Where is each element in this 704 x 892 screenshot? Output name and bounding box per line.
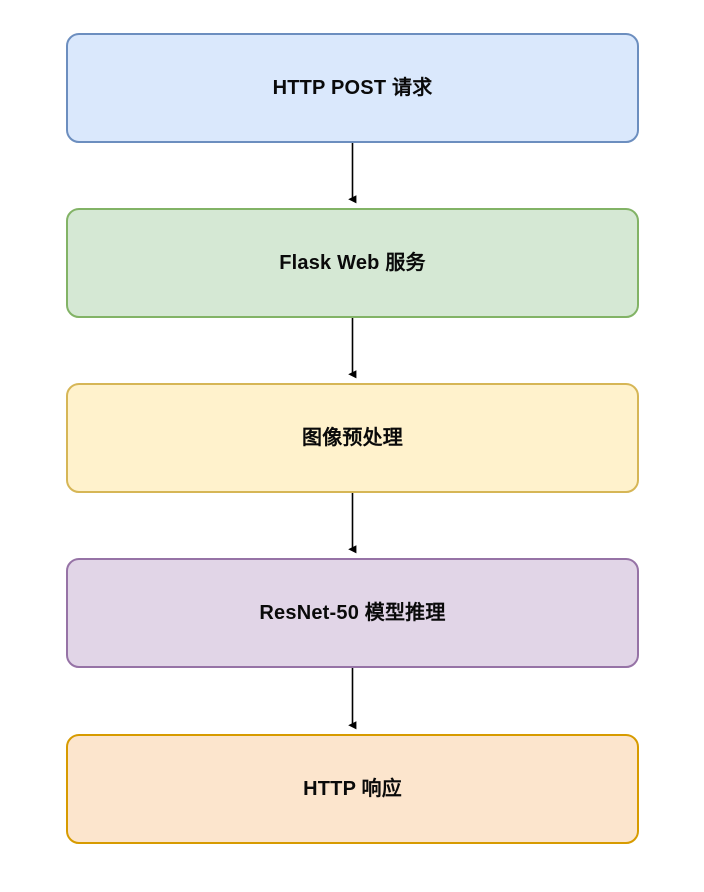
node-resnet50-inference[interactable]: ResNet-50 模型推理 [66, 558, 639, 668]
node-label-http-response: HTTP 响应 [303, 778, 402, 800]
node-label-image-preprocessing: 图像预处理 [302, 427, 403, 449]
node-http-post-request[interactable]: HTTP POST 请求 [66, 33, 639, 143]
node-label-http-post-request: HTTP POST 请求 [272, 77, 433, 99]
node-image-preprocessing[interactable]: 图像预处理 [66, 383, 639, 493]
node-flask-web-service[interactable]: Flask Web 服务 [66, 208, 639, 318]
node-http-response[interactable]: HTTP 响应 [66, 734, 639, 844]
node-label-flask-web-service: Flask Web 服务 [279, 252, 426, 274]
node-label-resnet50-inference: ResNet-50 模型推理 [259, 602, 446, 624]
